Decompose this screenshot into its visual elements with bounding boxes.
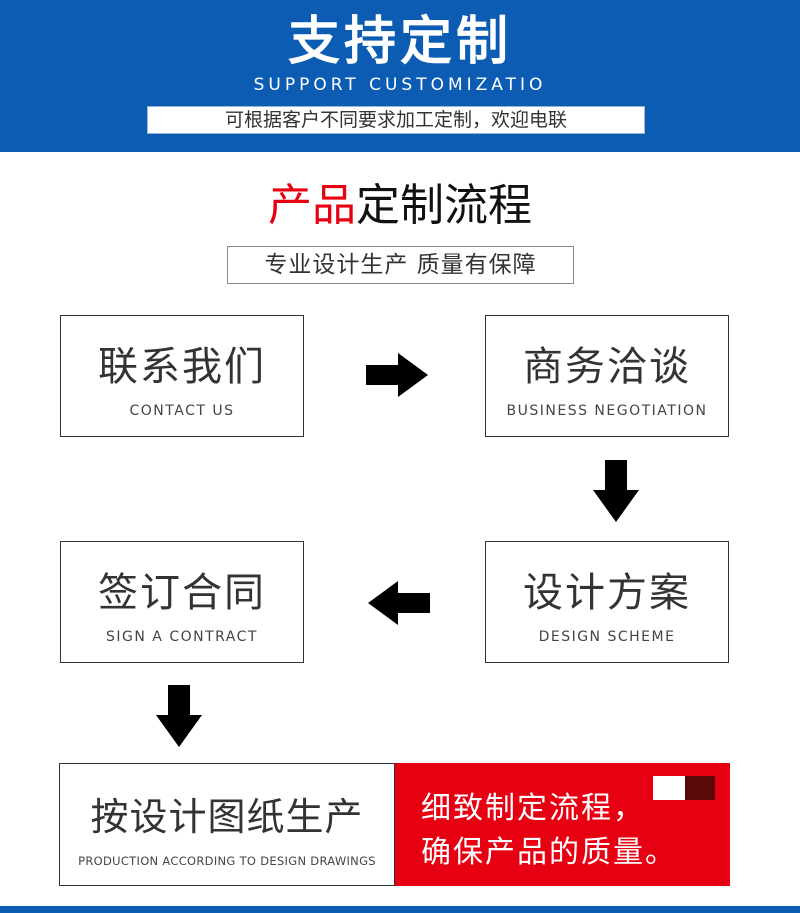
arrow-right-icon	[366, 353, 428, 397]
process-heading-red: 产品	[268, 180, 356, 231]
step-subtitle: CONTACT US	[129, 403, 235, 419]
arrow-down-icon	[156, 685, 202, 747]
top-banner: 支持定制 SUPPORT CUSTOMIZATIO 可根据客户不同要求加工定制，…	[0, 0, 800, 152]
step-title: 按设计图纸生产	[90, 795, 364, 839]
step-subtitle: PRODUCTION ACCORDING TO DESIGN DRAWINGS	[78, 854, 376, 868]
arrow-down-icon	[593, 460, 639, 522]
step-title: 商务洽谈	[523, 344, 691, 390]
quality-line-2: 确保产品的质量。	[421, 835, 677, 870]
banner-note: 可根据客户不同要求加工定制，欢迎电联	[147, 106, 645, 134]
step-title: 设计方案	[523, 570, 691, 616]
step-business-negotiation: 商务洽谈 BUSINESS NEGOTIATION	[485, 315, 729, 437]
banner-title: 支持定制	[287, 12, 512, 72]
process-heading: 产品定制流程	[0, 178, 800, 234]
step-subtitle: SIGN A CONTRACT	[106, 629, 258, 645]
step-design-scheme: 设计方案 DESIGN SCHEME	[485, 541, 729, 663]
process-subheading: 专业设计生产 质量有保障	[227, 246, 574, 284]
step-title: 联系我们	[98, 344, 266, 390]
step-sign-contract: 签订合同 SIGN A CONTRACT	[60, 541, 304, 663]
quality-line-1: 细致制定流程，	[421, 791, 645, 826]
decorative-swatch-white	[653, 776, 685, 800]
step-production: 按设计图纸生产 PRODUCTION ACCORDING TO DESIGN D…	[59, 763, 395, 886]
step-contact-us: 联系我们 CONTACT US	[60, 315, 304, 437]
decorative-swatch-dark	[685, 776, 715, 800]
step-subtitle: BUSINESS NEGOTIATION	[506, 403, 708, 419]
step-title: 签订合同	[98, 570, 266, 616]
banner-subtitle: SUPPORT CUSTOMIZATIO	[253, 75, 547, 95]
bottom-divider	[0, 906, 800, 913]
arrow-left-icon	[368, 581, 430, 625]
step-subtitle: DESIGN SCHEME	[538, 629, 676, 645]
process-heading-rest: 定制流程	[356, 180, 532, 231]
quality-panel: 细致制定流程， 确保产品的质量。	[395, 763, 730, 886]
quality-text: 细致制定流程， 确保产品的质量。	[421, 787, 677, 875]
